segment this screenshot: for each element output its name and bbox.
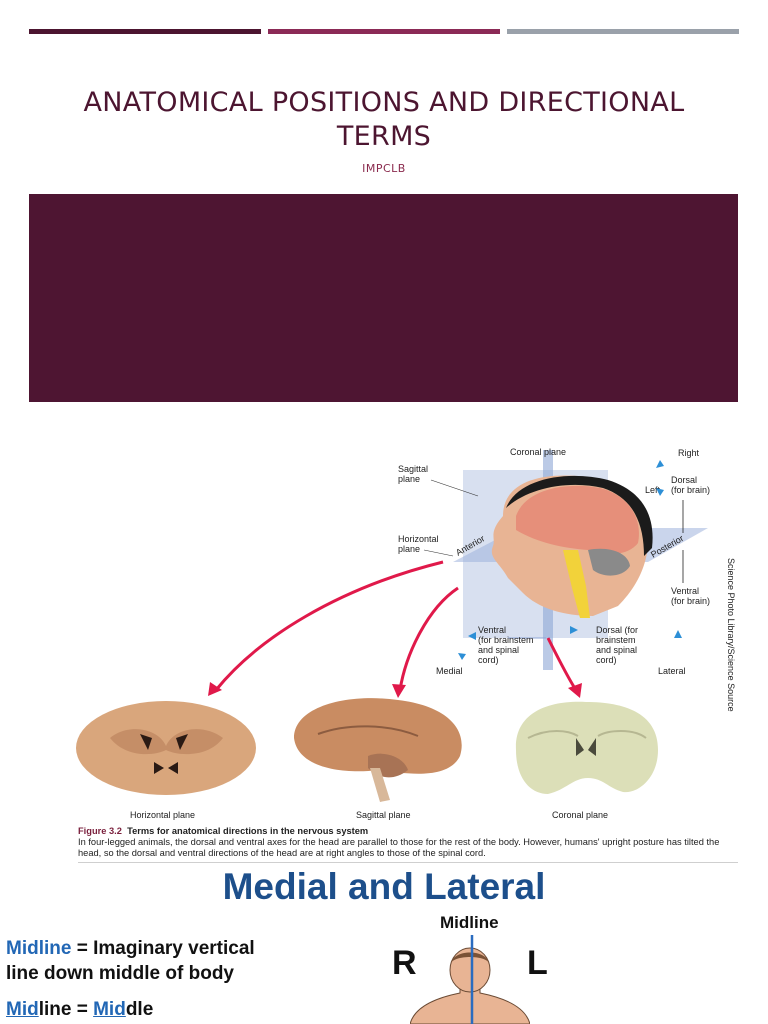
def-text-b: line down middle of body xyxy=(6,963,234,984)
label-sagittal-2: plane xyxy=(398,474,420,484)
panel-label-coronal: Coronal plane xyxy=(552,810,608,820)
mnemonic-dle: dle xyxy=(125,999,154,1020)
right-letter: R xyxy=(392,944,417,982)
label-lateral: Lateral xyxy=(658,666,686,676)
caption-text: In four-legged animals, the dorsal and v… xyxy=(78,837,720,858)
coronal-plane-panel xyxy=(515,701,658,794)
label-horizontal-1: Horizontal xyxy=(398,534,439,544)
def-term-midline: Midline xyxy=(6,938,72,959)
section-title: Medial and Lateral xyxy=(222,866,546,907)
page-subtitle: IMPCLB xyxy=(362,162,406,175)
sagittal-plane-panel xyxy=(294,698,462,802)
label-dorsal-stem-3: and spinal xyxy=(596,645,637,655)
horizontal-plane-panel xyxy=(76,701,256,795)
label-ventral-stem-4: cord) xyxy=(478,655,499,665)
label-dorsal-stem-4: cord) xyxy=(596,655,617,665)
caption-number: Figure 3.2 xyxy=(78,826,122,836)
label-dorsal-stem-1: Dorsal (for xyxy=(596,625,638,635)
mnemonic-line: line = xyxy=(38,999,94,1020)
label-right: Right xyxy=(678,448,700,458)
anatomy-figure: Coronal plane Sagittal plane Horizontal … xyxy=(76,447,736,820)
caption-title: Terms for anatomical directions in the n… xyxy=(127,826,369,836)
label-horizontal-2: plane xyxy=(398,544,420,554)
label-ventral-stem-1: Ventral xyxy=(478,625,506,635)
label-dorsal-stem-2: brainstem xyxy=(596,635,636,645)
label-sagittal-1: Sagittal xyxy=(398,464,428,474)
caption-divider xyxy=(78,862,738,863)
label-dorsal-brain-2: (for brain) xyxy=(671,485,710,495)
accent-bar-3 xyxy=(507,29,739,34)
direction-arrows xyxy=(458,460,682,660)
brainstem-shape xyxy=(563,550,590,618)
midline-definition: Midline = Imaginary vertical line down m… xyxy=(6,936,255,986)
page-title: Anatomical Positions and Directional Ter… xyxy=(83,87,685,152)
cerebellum-shape xyxy=(588,548,630,576)
accent-bar-1 xyxy=(29,29,261,34)
label-left: Left xyxy=(645,485,661,495)
label-dorsal-brain-1: Dorsal xyxy=(671,475,697,485)
brain-shape xyxy=(516,485,639,554)
panel-label-horizontal: Horizontal plane xyxy=(130,810,195,820)
mnemonic-mid-1: Mid xyxy=(6,999,39,1020)
label-ventral-stem-2: (for brainstem xyxy=(478,635,534,645)
label-ventral-brain-1: Ventral xyxy=(671,586,699,596)
content-panel xyxy=(29,194,738,402)
midline-label: Midline xyxy=(440,913,499,932)
label-coronal-plane: Coronal plane xyxy=(510,447,566,457)
figure-caption: Figure 3.2 Terms for anatomical directio… xyxy=(78,826,738,859)
body-figure xyxy=(410,935,530,1024)
midline-mnemonic: Midline = Middle xyxy=(6,997,153,1022)
label-ventral-stem-3: and spinal xyxy=(478,645,519,655)
panel-label-sagittal: Sagittal plane xyxy=(356,810,411,820)
red-arrowheads xyxy=(208,682,582,698)
label-credit: Science Photo Library/Science Source xyxy=(726,558,736,712)
left-letter: L xyxy=(527,944,548,982)
accent-bar-2 xyxy=(268,29,500,34)
label-ventral-brain-2: (for brain) xyxy=(671,596,710,606)
mnemonic-mid-2: Mid xyxy=(93,999,126,1020)
def-text-a: = Imaginary vertical xyxy=(71,938,255,959)
label-medial: Medial xyxy=(436,666,463,676)
